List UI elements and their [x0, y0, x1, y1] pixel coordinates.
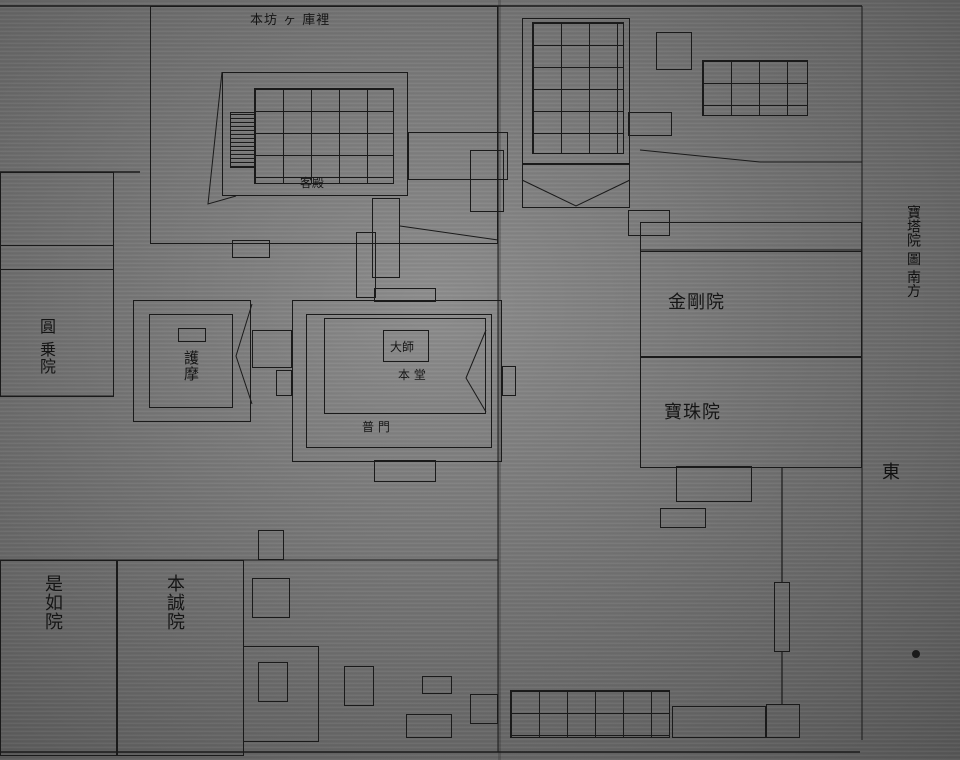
goma-altar [178, 328, 206, 342]
goma-corridor-stub [276, 370, 292, 396]
approach-gate [774, 582, 790, 652]
east-lower-label: 寶珠院 [664, 402, 721, 423]
ink-dot [912, 650, 920, 658]
main-hall-rear-step [374, 288, 436, 302]
north-compound-label: 本坊 ヶ 庫裡 [250, 13, 331, 28]
corridor-vertical [372, 198, 400, 278]
gate-north [232, 240, 270, 258]
east-upper-label: 金剛院 [668, 292, 725, 313]
main-hall-inner [324, 318, 486, 414]
northeast-annex [522, 164, 630, 208]
west-middle-label: 圓 乗院 [37, 318, 56, 376]
northeast-rooms [532, 22, 624, 154]
east-row-building [702, 60, 808, 116]
main-hall-label: 本 堂 [398, 368, 426, 382]
small-shrine-2 [252, 578, 290, 618]
small-shrine-5 [406, 714, 452, 738]
main-hall-side-step [502, 366, 516, 396]
east-small-building [676, 466, 752, 502]
south-row-annex [672, 706, 766, 738]
kyakuden-rooms [254, 88, 394, 184]
bottom-middle-label: 本誠院 [164, 574, 185, 631]
corridor-north [408, 132, 508, 180]
small-shrine-4 [422, 676, 452, 694]
paper-fold-line [498, 0, 501, 760]
south-gate [766, 704, 800, 738]
bottom-left-label: 是如院 [42, 574, 63, 631]
west-building-partition [0, 245, 114, 270]
kyakuden-building [222, 72, 408, 196]
storehouse [656, 32, 692, 70]
goma-hall-inner [149, 314, 233, 408]
corridor-north-east [470, 150, 504, 212]
main-hall-veranda [306, 314, 492, 448]
goma-corridor [252, 330, 292, 368]
main-hall-altar-label: 大師 [390, 340, 415, 354]
south-row-building [510, 690, 670, 738]
northeast-building [522, 18, 630, 164]
kyakuden-label: 客殿 [300, 176, 325, 190]
small-shrine-3 [344, 666, 374, 706]
east-small-shed [660, 508, 706, 528]
corridor-vertical-2 [356, 232, 376, 298]
passage-east [628, 112, 672, 136]
plan-title: 寶塔院 圖 南方 [905, 205, 921, 298]
goma-label: 護摩 [182, 350, 200, 382]
main-hall [292, 300, 502, 462]
passage-south [628, 210, 670, 236]
south-hall-inner [258, 662, 288, 702]
compass-east-label: 東 [882, 462, 900, 483]
main-hall-front-label: 普 門 [362, 420, 390, 434]
south-hall [243, 646, 319, 742]
main-hall-altar [383, 330, 429, 362]
main-hall-front-step [374, 460, 436, 482]
goma-hall [133, 300, 251, 422]
kyakuden-stair [230, 112, 256, 168]
